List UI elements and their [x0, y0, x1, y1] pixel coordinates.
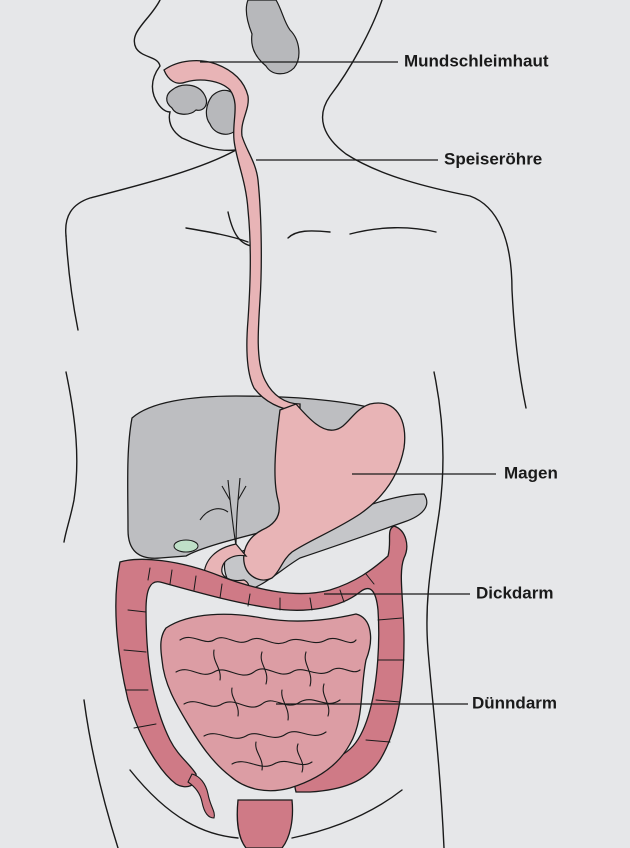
label-magen: Magen: [504, 463, 558, 482]
gallbladder: [174, 540, 198, 552]
appendix: [188, 774, 214, 818]
label-speiseroehre: Speiseröhre: [444, 149, 542, 168]
rectum: [237, 800, 292, 848]
label-mundschleimhaut: Mundschleimhaut: [404, 51, 549, 70]
label-duenndarm: Dünndarm: [472, 693, 557, 712]
label-dickdarm: Dickdarm: [476, 583, 553, 602]
